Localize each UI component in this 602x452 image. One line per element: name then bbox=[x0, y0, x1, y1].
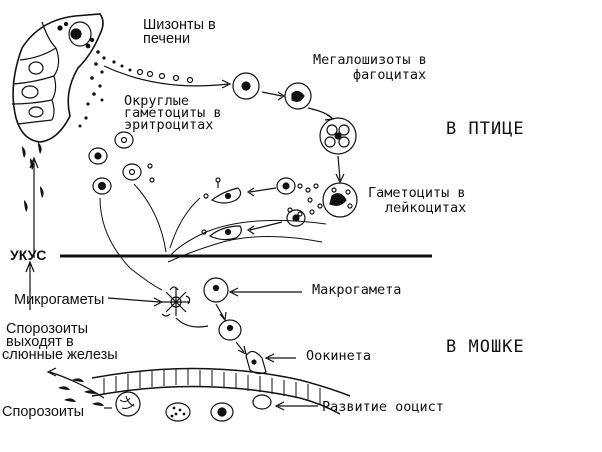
oocyst-development-label: Развитие ооцист bbox=[322, 401, 444, 414]
in-bird-label: В ПТИЦЕ bbox=[446, 123, 525, 136]
oocysts bbox=[116, 392, 271, 421]
gametocytes-leukocytes-label-line1: Гаметоциты в bbox=[368, 187, 466, 200]
gametocytes-leukocytes-label-line2: лейкоцитах bbox=[385, 202, 466, 215]
macrogamete-label: Макрогамета bbox=[312, 284, 401, 297]
schizonts-liver-label-line2: печени bbox=[143, 33, 190, 46]
megaloschizont-cells bbox=[233, 73, 357, 217]
megaloschizonts-label-line2: фагоцитах bbox=[353, 69, 426, 82]
gametocytes-leukocytes bbox=[202, 178, 305, 240]
sporozoites-exit-label-line3: слюнные железы bbox=[2, 349, 118, 362]
ookinete-label: Оокинета bbox=[306, 350, 371, 363]
round-gametocytes bbox=[89, 132, 154, 194]
liver-cells bbox=[12, 14, 103, 142]
bite-label: УКУС bbox=[10, 249, 46, 262]
arrow-to-megaloschizonts bbox=[104, 66, 228, 86]
in-mosquito-label: В МОШКЕ bbox=[446, 341, 525, 354]
sporozoites-released bbox=[58, 378, 104, 406]
sporozoites-label: Спорозоиты bbox=[2, 406, 84, 419]
round-gametocytes-label-line3: эритроцитах bbox=[124, 119, 213, 132]
microgamete-star bbox=[162, 287, 190, 316]
microgametes-label: Микрогаметы bbox=[14, 294, 104, 307]
megaloschizonts-label-line1: Мегалошизоты в bbox=[313, 54, 427, 67]
sporozoite-crescents-left bbox=[22, 142, 44, 212]
leukocyte-merozoites bbox=[288, 184, 322, 216]
